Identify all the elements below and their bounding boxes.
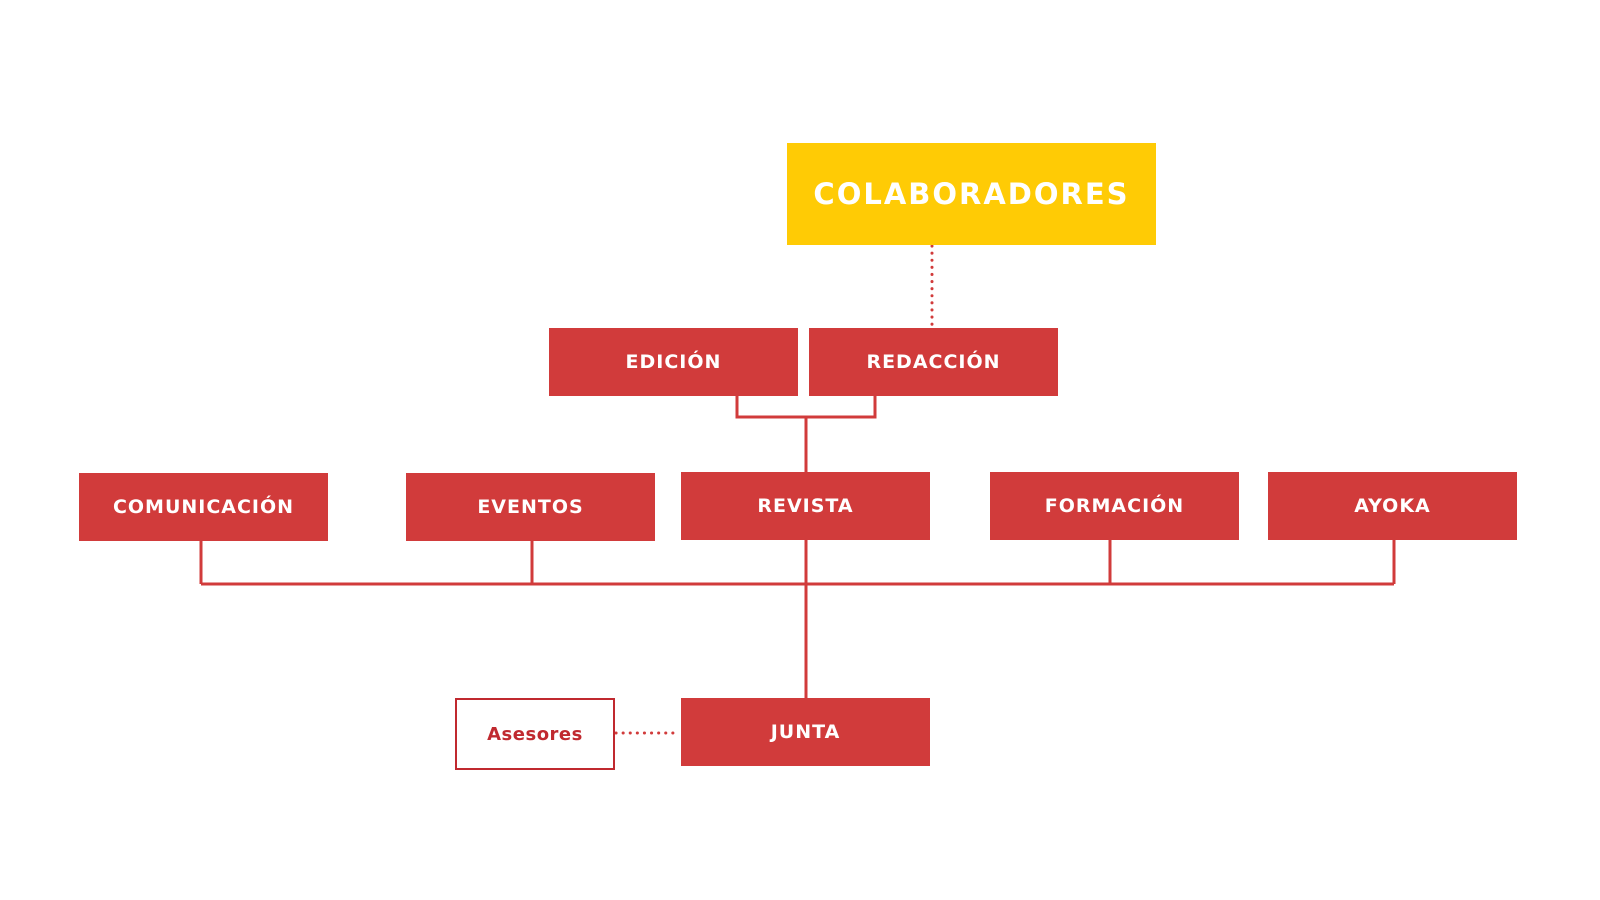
node-eventos: EVENTOS	[406, 473, 655, 541]
node-ayoka: AYOKA	[1268, 472, 1517, 540]
node-comunicacion: COMUNICACIÓN	[79, 473, 328, 541]
node-asesores: Asesores	[455, 698, 615, 770]
node-formacion: FORMACIÓN	[990, 472, 1239, 540]
node-redaccion: REDACCIÓN	[809, 328, 1058, 396]
connector-edicion-redaccion-bracket	[735, 396, 877, 419]
node-colaboradores: COLABORADORES	[787, 143, 1156, 245]
node-junta: JUNTA	[681, 698, 930, 766]
node-edicion: EDICIÓN	[549, 328, 798, 396]
node-revista: REVISTA	[681, 472, 930, 540]
